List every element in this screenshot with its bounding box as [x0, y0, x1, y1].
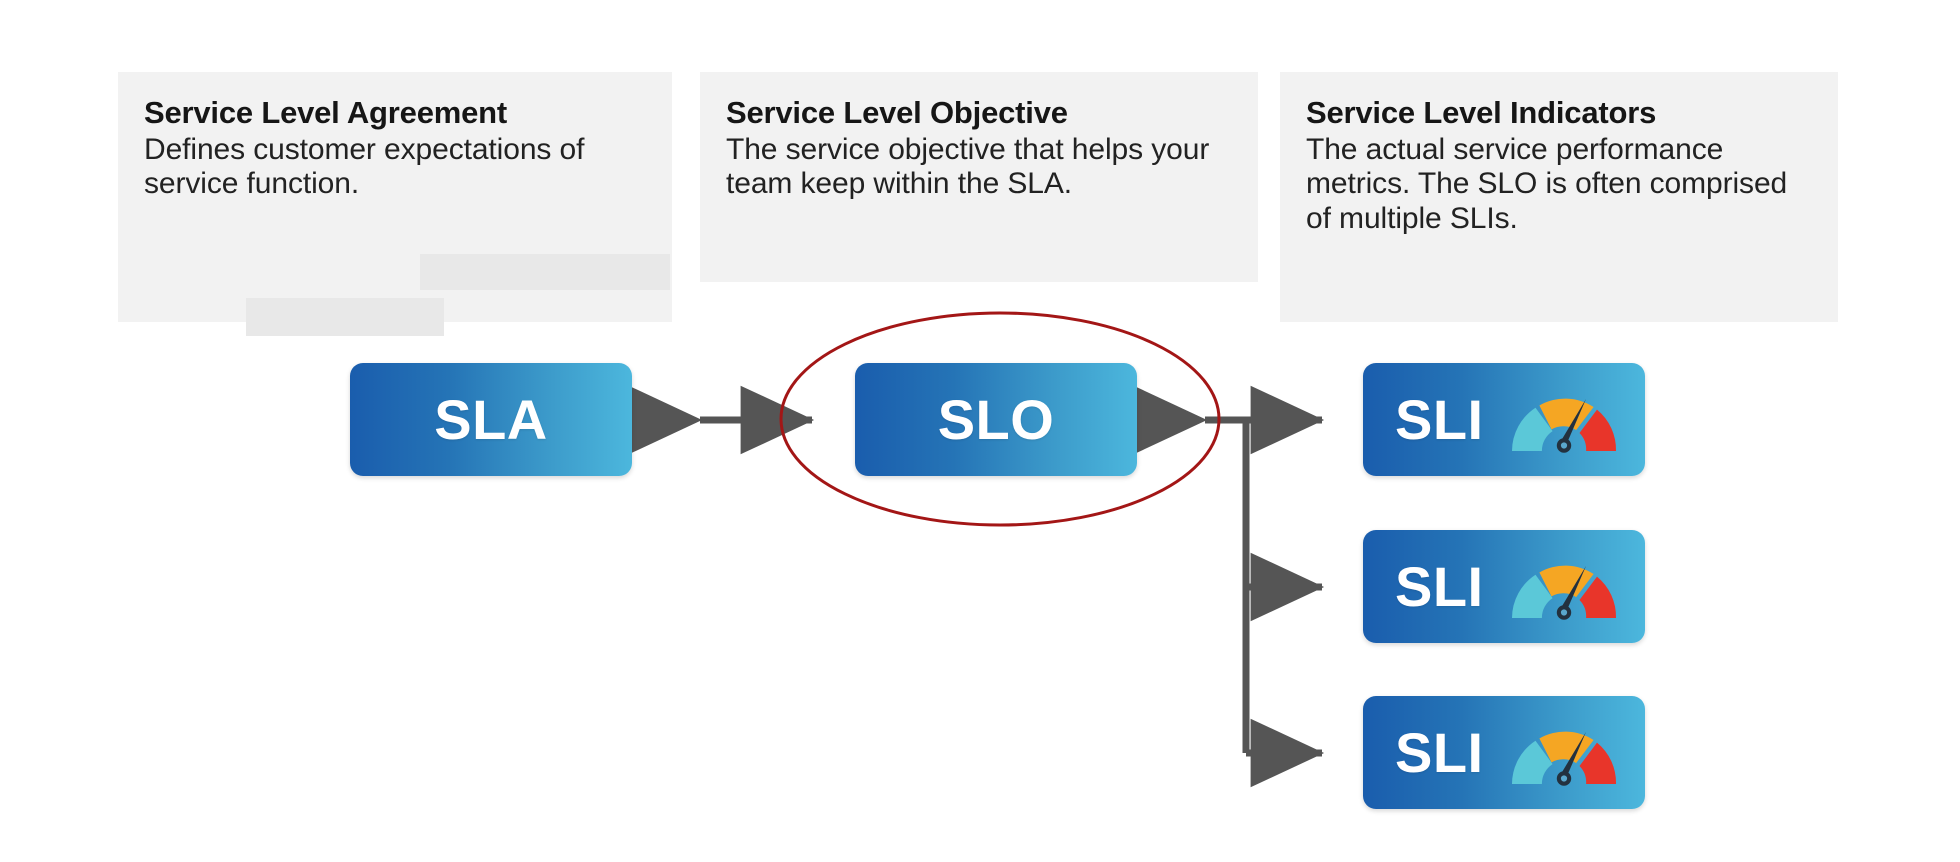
card-title: Service Level Agreement	[144, 95, 507, 130]
node-slo[interactable]: SLO	[855, 363, 1137, 476]
card-title: Service Level Objective	[726, 95, 1068, 130]
node-sli-label: SLI	[1395, 387, 1484, 451]
node-sli-label: SLI	[1395, 720, 1484, 784]
node-sli-2[interactable]: SLI	[1363, 530, 1645, 643]
node-sla-label: SLA	[434, 387, 548, 451]
node-slo-label: SLO	[937, 387, 1055, 451]
node-sli-label: SLI	[1395, 554, 1484, 618]
card-service-level-indicators: Service Level Indicators The actual serv…	[1280, 72, 1838, 322]
gauge-icon	[1511, 731, 1616, 786]
card-title: Service Level Indicators	[1306, 95, 1657, 130]
redaction-bar	[246, 298, 444, 336]
node-sli-1[interactable]: SLI	[1363, 363, 1645, 476]
node-sla[interactable]: SLA	[350, 363, 632, 476]
card-body: Defines customer expectations of service…	[144, 132, 585, 201]
card-service-level-agreement: Service Level Agreement Defines customer…	[118, 72, 672, 336]
card-body: The service objective that helps your te…	[726, 132, 1210, 201]
card-body: The actual service performance metrics. …	[1306, 132, 1788, 235]
gauge-icon	[1511, 398, 1616, 453]
node-sli-3[interactable]: SLI	[1363, 696, 1645, 809]
card-service-level-objective: Service Level Objective The service obje…	[700, 72, 1258, 282]
redaction-bar	[420, 254, 670, 290]
gauge-icon	[1511, 565, 1616, 620]
